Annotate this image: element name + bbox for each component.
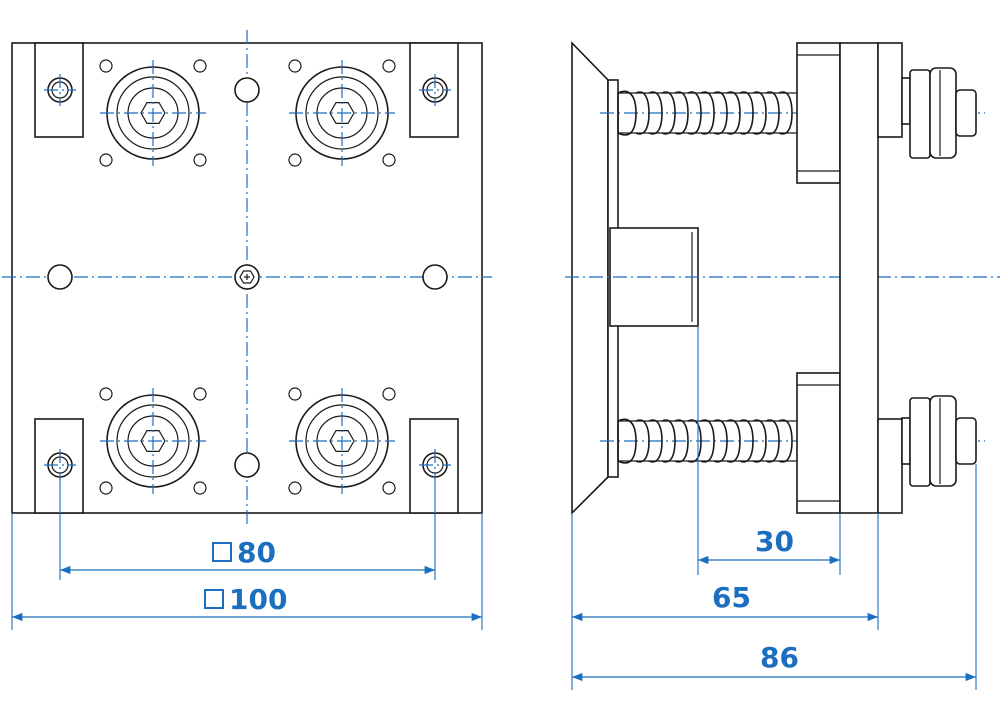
spring-top xyxy=(617,90,798,136)
dim-label-86: 86 xyxy=(760,641,799,674)
square-symbol-80 xyxy=(212,542,232,562)
mounting-plate xyxy=(839,42,879,514)
small-screw-holes xyxy=(99,59,396,495)
mid-holes xyxy=(47,77,448,478)
clamp-holes xyxy=(44,74,451,481)
spring-bottom xyxy=(617,418,798,464)
spring-boss-top-left xyxy=(100,60,206,166)
spring-boss-top-right xyxy=(289,60,395,166)
dim-label-65: 65 xyxy=(712,581,751,614)
front-view: 80 100 xyxy=(2,30,492,630)
square-symbol-100 xyxy=(204,589,224,609)
center-hex-screw xyxy=(234,264,260,290)
spring-boss-bottom-left xyxy=(100,388,206,494)
nut-stack-top xyxy=(901,67,977,159)
flange-block-top xyxy=(796,42,841,184)
dim-label-30: 30 xyxy=(755,525,794,558)
nut-stack-bottom xyxy=(901,395,977,487)
clamp-bracket-top xyxy=(877,42,903,138)
dim-label-100: 100 xyxy=(229,583,287,616)
side-dimension-lines xyxy=(571,326,977,690)
front-dimension-lines xyxy=(11,478,483,630)
dim-label-80: 80 xyxy=(237,536,276,569)
clamp-bracket-bottom xyxy=(877,418,903,514)
flange-block-bottom xyxy=(796,372,841,514)
spring-boss-bottom-right xyxy=(289,388,395,494)
side-view: 30 65 86 xyxy=(565,41,1000,690)
